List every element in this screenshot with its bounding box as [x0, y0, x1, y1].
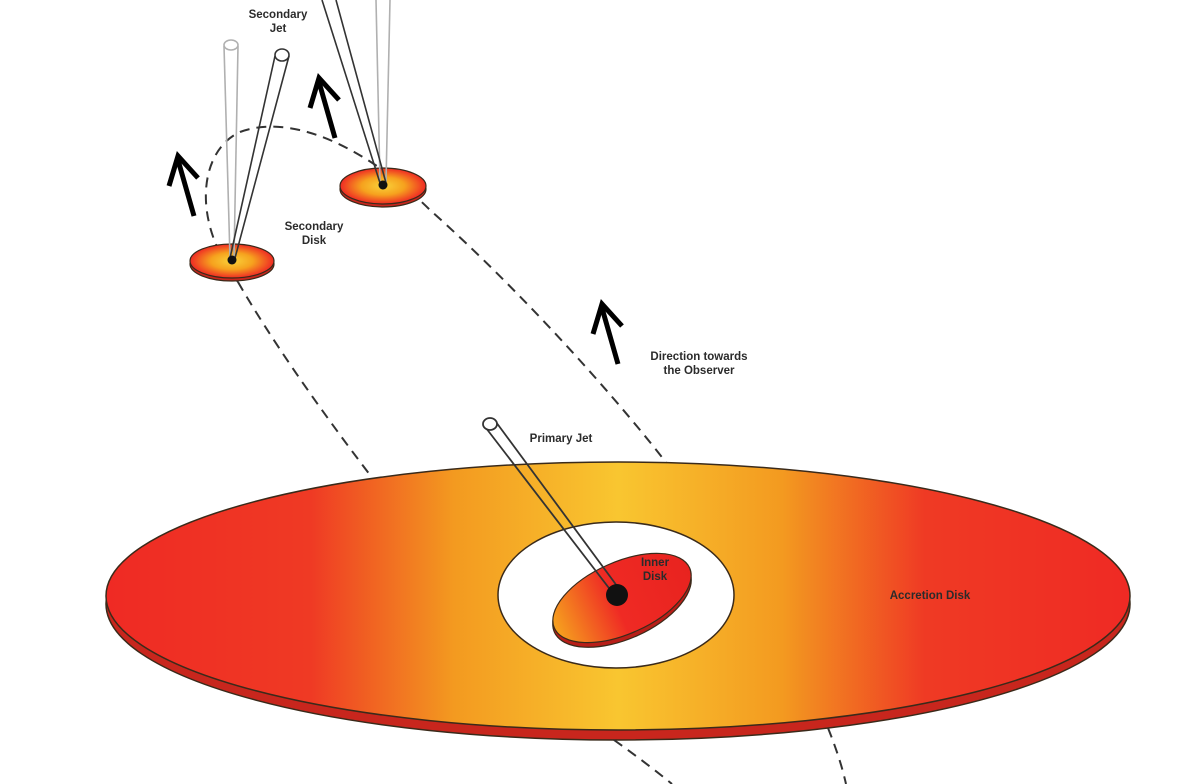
secondary-jet-2-faint-right — [385, 0, 391, 183]
secondary-black-hole-2 — [378, 180, 388, 190]
primary-jet — [482, 417, 621, 593]
arrow-up-icon — [307, 73, 341, 139]
secondary-black-hole-1 — [227, 255, 237, 265]
accretion-disk-label: Accretion Disk — [890, 590, 971, 602]
secondary-jet-1-faint-left — [223, 45, 231, 259]
secondary-system-2 — [321, 0, 427, 208]
primary-jet-line-right — [495, 421, 621, 591]
inner-disk-label-line1: Inner — [641, 557, 670, 569]
orbit-path-front — [613, 727, 847, 784]
arrow-up-icon — [590, 299, 624, 365]
secondary-jet-1-faint-right — [233, 45, 239, 259]
primary-jet-line-left — [485, 427, 613, 593]
direction-label-line1: Direction towards — [650, 351, 747, 363]
secondary-disk-label-line1: Secondary — [285, 221, 344, 233]
primary-jet-label: Primary Jet — [530, 433, 593, 445]
orbit-arc-top — [205, 125, 711, 523]
orbit-arc-bottom-right — [827, 727, 847, 784]
orbit-arc-bottom-left — [613, 739, 673, 784]
secondary-jet-1-line-left — [229, 55, 276, 259]
primary-black-hole — [606, 584, 628, 606]
secondary-jet-2 — [321, 0, 391, 184]
secondary-system-1 — [189, 39, 290, 282]
secondary-jet-2-line-left — [321, 0, 381, 184]
secondary-jet-2-faint-left — [375, 0, 381, 183]
secondary-jet-1-line-right — [234, 55, 290, 259]
secondary-disk-label-line2: Disk — [302, 235, 327, 247]
inner-disk-label-line2: Disk — [643, 571, 668, 583]
secondary-jet-1 — [223, 39, 290, 259]
labels: Secondary Jet Secondary Disk Direction t… — [249, 9, 971, 602]
secondary-jet-1-faint-cap — [223, 39, 239, 51]
observer-arrows — [166, 73, 624, 365]
arrow-up-icon — [166, 151, 200, 217]
secondary-jet-label-line2: Jet — [270, 23, 287, 35]
secondary-jet-label-line1: Secondary — [249, 9, 308, 21]
secondary-jet-1-cap — [274, 48, 290, 62]
primary-jet-cap — [482, 417, 498, 431]
direction-label-line2: the Observer — [664, 365, 735, 377]
secondary-jet-2-line-right — [335, 0, 387, 184]
